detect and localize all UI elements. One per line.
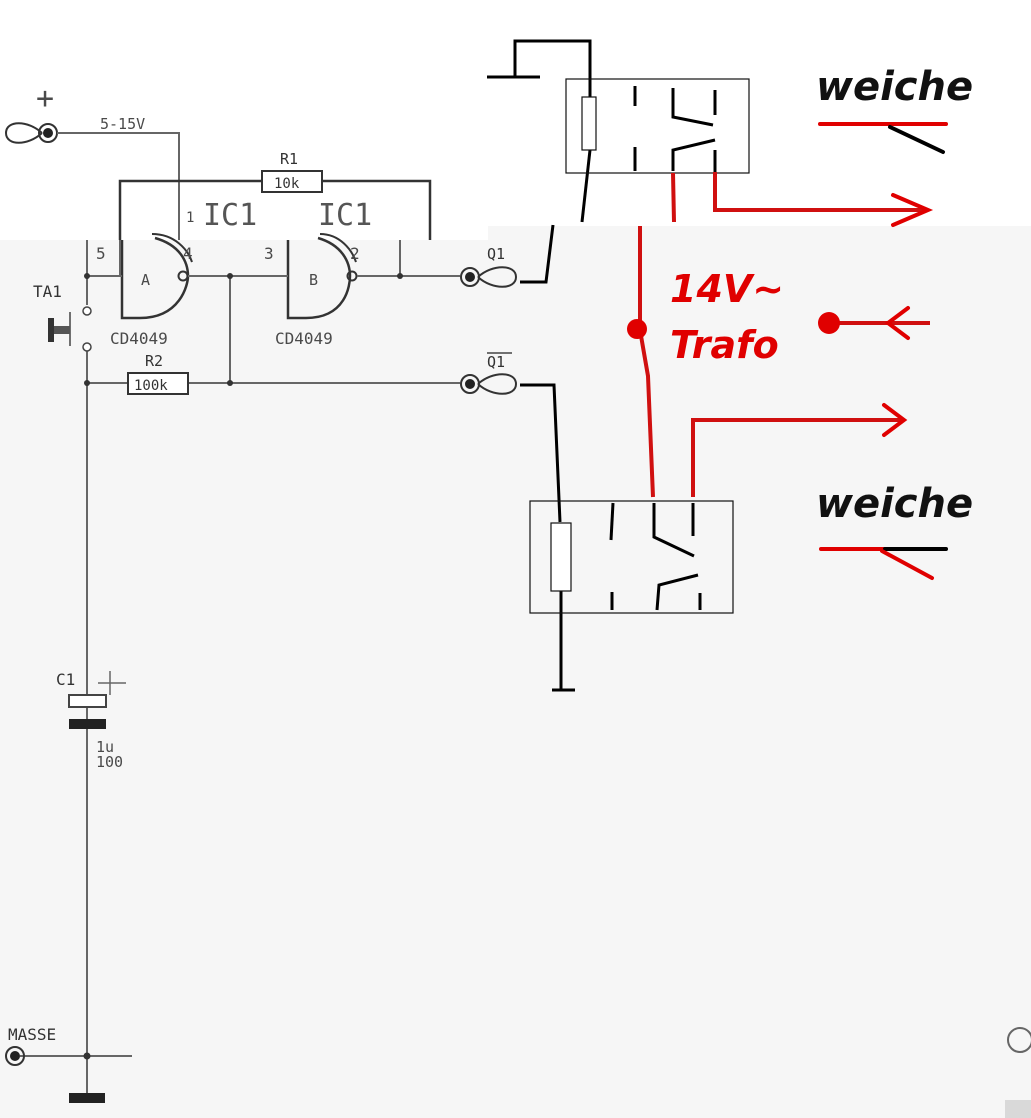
power-wire: [57, 132, 180, 240]
corner-patch: [1005, 1100, 1031, 1118]
resistor-r2: [127, 372, 189, 395]
gate-a-pin-out: 4: [183, 244, 193, 263]
junction-dots: [83, 273, 403, 1060]
turnout-symbol-bottom: [819, 547, 948, 580]
arrow-out-top: [891, 193, 934, 227]
turnout-label-bottom: weiche: [816, 481, 973, 527]
r1-feedback-wire: [118, 179, 432, 240]
c1-value: 1u: [96, 738, 114, 756]
supply-trafo-label: Trafo: [670, 323, 779, 367]
pushbutton-ta1: [48, 306, 92, 352]
switch-name: TA1: [33, 282, 62, 301]
supply-wires: [638, 172, 930, 498]
c1-voltage: 100: [96, 753, 123, 771]
c1-name: C1: [56, 670, 75, 689]
gate-b-symbol: [286, 233, 358, 320]
plus-symbol: +: [36, 81, 54, 116]
ic1-label-b: IC1: [318, 198, 372, 233]
gate-a-part: CD4049: [110, 329, 168, 348]
gate-b-letter: B: [309, 271, 318, 289]
capacitor-c1: [68, 671, 126, 729]
r2-value: 100k: [134, 378, 168, 394]
relay-bottom: [529, 500, 734, 614]
r1-name: R1: [280, 150, 298, 168]
gate-b-pin-out: 2: [350, 244, 360, 263]
partial-terminal: [1007, 1027, 1031, 1053]
gate-b-pin-in: 3: [264, 244, 274, 263]
r2-name: R2: [145, 352, 163, 370]
ic1-label-a: IC1: [203, 198, 257, 233]
turnout-label-top: weiche: [816, 64, 973, 110]
gate-a-letter: A: [141, 271, 150, 289]
background-left-top: [0, 92, 488, 240]
pin1-label: 1: [186, 210, 194, 226]
arrow-in-middle: [884, 306, 910, 340]
q1-bar-label: Q1: [487, 353, 505, 371]
voltage-label: 5-15V: [100, 115, 145, 133]
turnout-symbol-top: [818, 122, 948, 154]
relay-top: [565, 78, 750, 174]
ground-terminal: [5, 1046, 105, 1103]
relay-coil-wires: [487, 39, 592, 692]
q1-label: Q1: [487, 245, 505, 263]
r1-value: 10k: [274, 176, 300, 192]
q1-bar-terminal: [460, 373, 518, 395]
gate-a-symbol: [120, 233, 193, 320]
background-right-top: [488, 0, 1031, 226]
gate-b-part: CD4049: [275, 329, 333, 348]
gate-a-pin-in: 5: [96, 244, 106, 263]
arrow-out-bottom: [882, 403, 908, 437]
supply-voltage-label: 14V~: [670, 267, 784, 311]
supply-dots: [627, 312, 840, 339]
ground-label: MASSE: [8, 1025, 56, 1044]
power-terminal: [4, 122, 58, 144]
resistor-r1: [261, 170, 323, 193]
q1-terminal: [460, 266, 518, 288]
arrows: [882, 193, 934, 437]
